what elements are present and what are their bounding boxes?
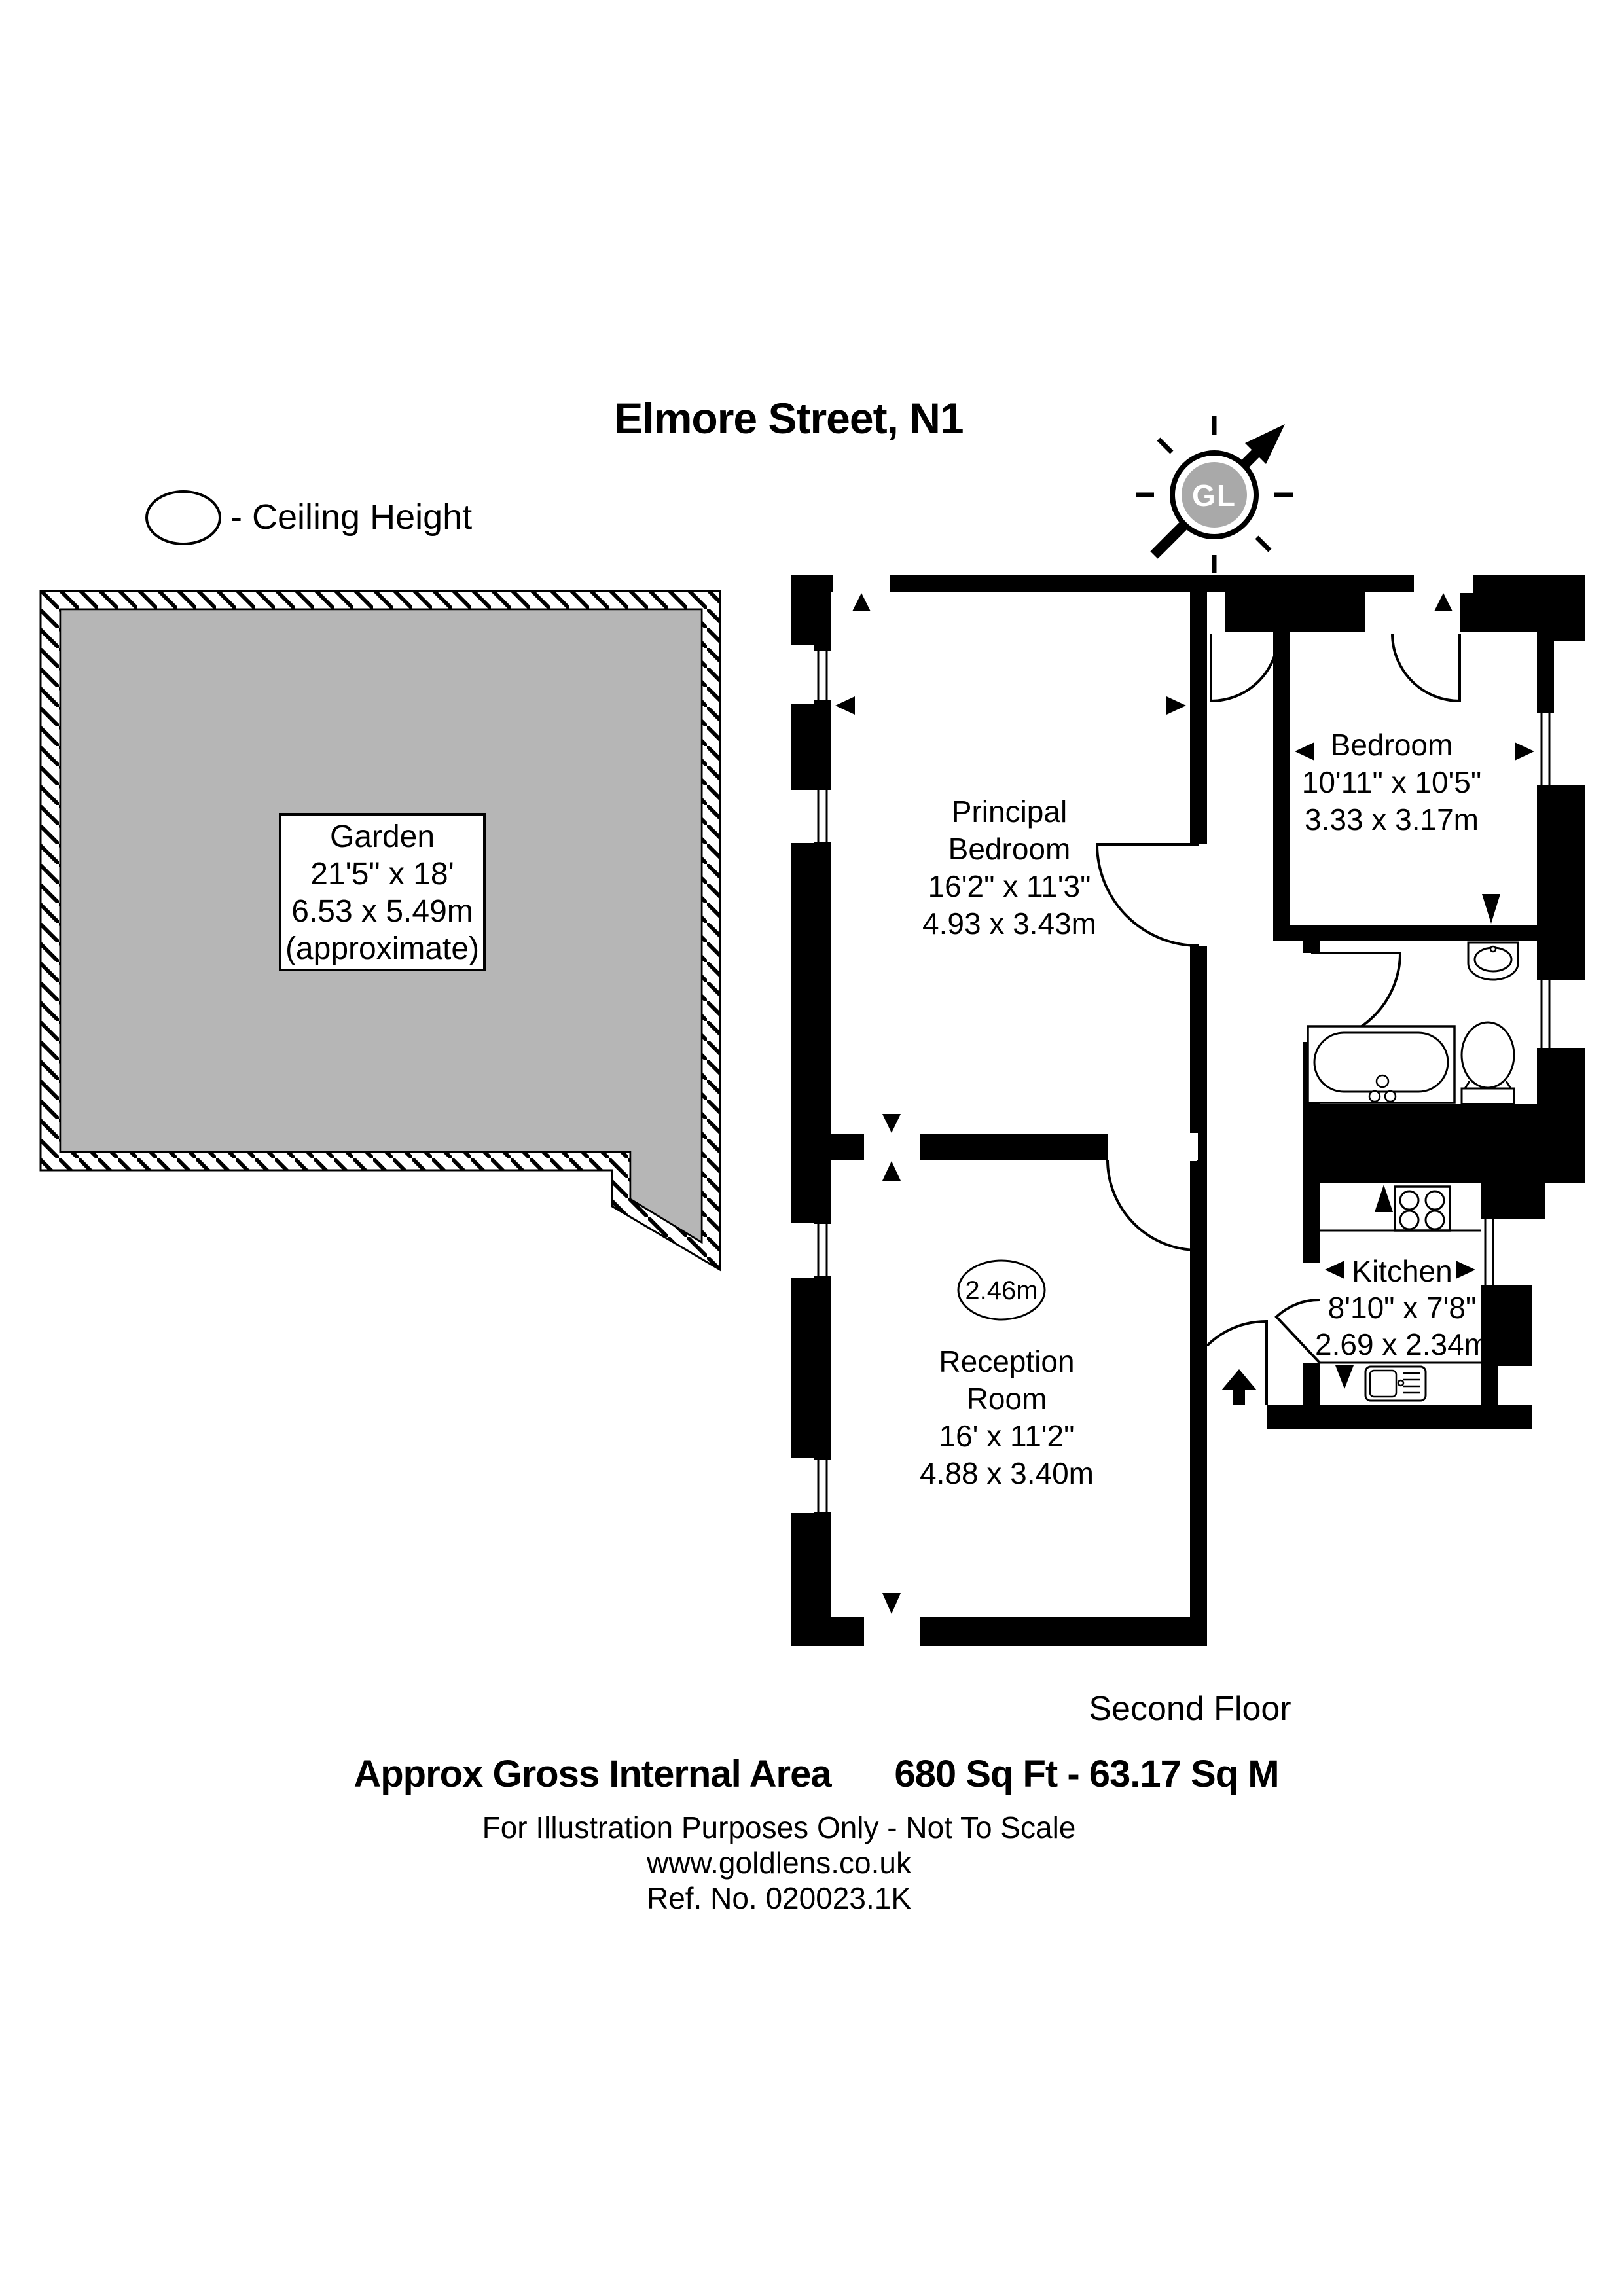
principal-bedroom-door-icon (1095, 843, 1199, 947)
disclaimer: For Illustration Purposes Only - Not To … (482, 1810, 1076, 1844)
reception-name2: Room (967, 1382, 1047, 1416)
doors (1095, 633, 1461, 1405)
bedroom-name: Bedroom (1331, 728, 1453, 762)
entrance-door-icon (1206, 1319, 1268, 1405)
bedroom-door-icon (1391, 633, 1461, 703)
gl-logo-circle (1182, 462, 1247, 528)
gl-logo-label: GL (1192, 478, 1236, 512)
footer: Second Floor Approx Gross Internal Area … (353, 1690, 1291, 1915)
north-arrowhead-icon (1245, 424, 1285, 464)
garden-label-box (279, 813, 486, 971)
entrance-arrow-icon (1221, 1369, 1257, 1405)
wall-openings (812, 573, 1554, 1647)
ceiling-height-legend: - Ceiling Height (145, 490, 472, 545)
reception-dims-metric: 4.88 x 3.40m (920, 1456, 1094, 1490)
kitchen-dims-imperial: 8'10" x 7'8" (1328, 1291, 1477, 1325)
opening-markers (835, 593, 1534, 1614)
principal-bedroom-name2: Bedroom (948, 832, 1071, 866)
reception-dims-imperial: 16' x 11'2" (939, 1419, 1075, 1453)
reception-ceiling-height-ellipse (957, 1259, 1046, 1321)
compass-north-icon: GL (1136, 416, 1293, 573)
reception-name1: Reception (939, 1344, 1074, 1378)
garden-note: (approximate) (285, 931, 479, 966)
toilet-icon (1460, 1021, 1515, 1089)
kitchen-door-icon (1274, 1298, 1321, 1364)
area-value: 680 Sq Ft - 63.17 Sq M (894, 1753, 1278, 1795)
area-label: Approx Gross Internal Area (353, 1753, 832, 1795)
kitchen-name: Kitchen (1352, 1254, 1452, 1288)
website: www.goldlens.co.uk (646, 1846, 912, 1880)
ceiling-height-ellipse-icon (145, 490, 221, 545)
window-icons (817, 651, 1551, 1512)
room-labels: Principal Bedroom 16'2" x 11'3" 4.93 x 3… (920, 728, 1489, 1490)
garden-dims-metric: 6.53 x 5.49m (291, 894, 473, 929)
bedroom-dims-metric: 3.33 x 3.17m (1305, 802, 1479, 836)
kitchen-fixtures (1320, 1185, 1481, 1402)
hall-door-icon (1210, 633, 1280, 703)
reception-ceiling-height: 2.46m (965, 1276, 1038, 1305)
principal-bedroom-name1: Principal (952, 795, 1067, 829)
ceiling-height-label: - Ceiling Height (230, 497, 472, 537)
reception-door-icon (1106, 1159, 1199, 1252)
principal-bedroom-dims-imperial: 16'2" x 11'3" (928, 869, 1091, 903)
bathroom-fixtures (1307, 941, 1519, 1105)
garden-area: Garden 21'5" x 18' 6.53 x 5.49m (approxi… (39, 590, 721, 1272)
floor-label: Second Floor (1089, 1690, 1291, 1728)
garden-name: Garden (330, 819, 435, 854)
page-title: Elmore Street, N1 (614, 394, 963, 442)
walls (791, 575, 1585, 1646)
garden-dims-imperial: 21'5" x 18' (310, 857, 454, 891)
reference-number: Ref. No. 020023.1K (647, 1881, 911, 1915)
principal-bedroom-dims-metric: 4.93 x 3.43m (922, 906, 1096, 941)
kitchen-dims-metric: 2.69 x 2.34m (1315, 1327, 1489, 1361)
bedroom-dims-imperial: 10'11" x 10'5" (1302, 765, 1481, 799)
